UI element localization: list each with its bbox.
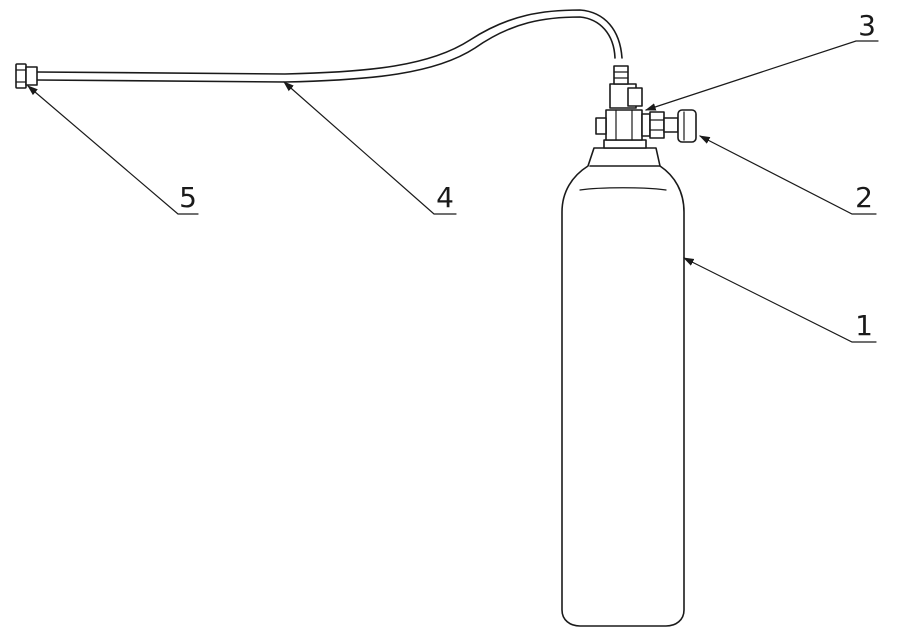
hose-connector bbox=[15, 63, 38, 89]
leader-lines bbox=[27, 40, 879, 343]
callout-5-label: 5 bbox=[179, 181, 197, 214]
cylinder bbox=[561, 139, 685, 627]
callout-3-label: 3 bbox=[858, 9, 876, 42]
callout-1-label: 1 bbox=[855, 309, 873, 342]
callout-2-label: 2 bbox=[855, 181, 873, 214]
hose bbox=[36, 9, 623, 83]
callout-4-label: 4 bbox=[436, 181, 454, 214]
valve bbox=[595, 65, 679, 141]
pressure-gauge bbox=[677, 109, 697, 143]
